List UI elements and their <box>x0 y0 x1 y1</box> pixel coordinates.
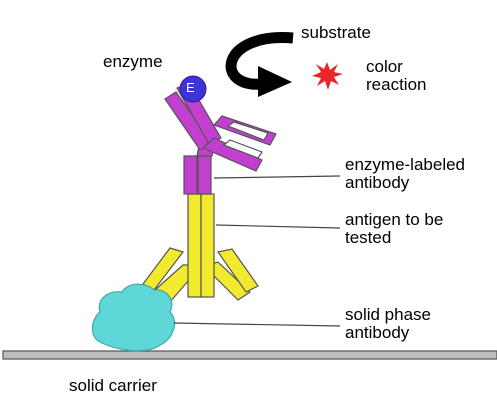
substrate-label: substrate <box>301 23 371 42</box>
solid-carrier-bar <box>2 350 497 360</box>
enzyme-circle <box>179 75 207 103</box>
leader-line-solid-phase <box>173 322 341 327</box>
solid-phase-cell <box>91 283 175 352</box>
antigen-label-1: antigen to be <box>345 210 444 229</box>
color-reaction-icon <box>312 62 343 90</box>
leader-line-antigen <box>215 224 341 229</box>
color-reaction-label-2: reaction <box>366 75 427 94</box>
enzyme-labeled-antibody <box>164 82 277 195</box>
leader-line-enzyme-labeled <box>213 175 341 179</box>
arrow-head-icon <box>258 66 292 97</box>
color-reaction-label-1: color <box>366 57 403 76</box>
solid-phase-label-2: antibody <box>345 323 410 342</box>
antigen-label-2: tested <box>345 228 392 247</box>
enzyme-labeled-label-2: antibody <box>345 173 410 192</box>
solid-phase-label-1: solid phase <box>345 305 432 324</box>
enzyme-label: enzyme <box>103 52 163 71</box>
enzyme-symbol: E <box>186 80 195 95</box>
antigen <box>187 193 215 298</box>
enzyme-labeled-label-1: enzyme-labeled <box>345 155 466 174</box>
solid-carrier-label: solid carrier <box>69 376 157 395</box>
leader-lines <box>173 175 341 327</box>
substrate-arrow-icon <box>225 32 294 90</box>
